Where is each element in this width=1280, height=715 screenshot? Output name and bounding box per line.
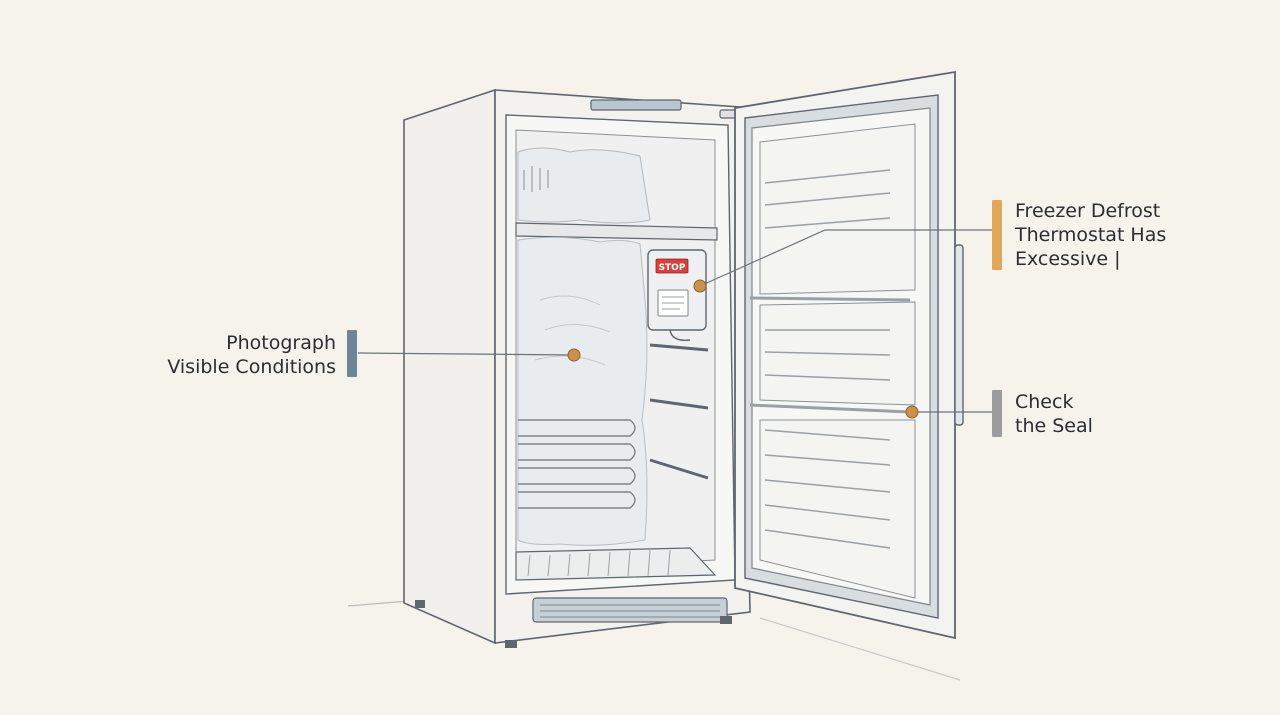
top-frost (517, 147, 651, 224)
leader-photograph (357, 352, 575, 356)
dot-seal (905, 405, 919, 419)
callout-thermostat-line-3: Excessive | (1015, 248, 1121, 270)
bar-thermostat (992, 200, 1002, 270)
door-shelf-lines (764, 169, 891, 549)
floor-line-2 (759, 617, 961, 681)
callout-thermostat-line-2: Thermostat Has (1015, 224, 1167, 246)
bottom-grille (515, 547, 717, 581)
callout-photograph: Photograph Visible Conditions (167, 331, 336, 379)
frost-buildup (517, 236, 648, 546)
kick-vent (532, 597, 728, 623)
door-handle (954, 244, 964, 426)
leader-thermostat (699, 229, 992, 287)
evaporator-coils (518, 419, 636, 509)
stop-badge (655, 258, 689, 274)
callout-seal-line-1: Check (1015, 391, 1074, 413)
callout-photograph-line-1: Photograph (226, 332, 336, 354)
callout-thermostat-line-1: Freezer Defrost (1015, 200, 1161, 222)
top-vent (590, 99, 682, 111)
rail-1 (649, 343, 709, 352)
callout-seal: Check the Seal (1015, 390, 1093, 438)
thermostat-wire (669, 329, 691, 341)
stop-badge-text: STOP (659, 263, 686, 273)
bar-photograph (347, 330, 357, 377)
bar-seal (992, 390, 1002, 437)
dot-photograph (567, 348, 581, 362)
top-shelf (515, 222, 718, 241)
rail-2 (649, 398, 709, 410)
callout-photograph-line-2: Visible Conditions (167, 356, 336, 378)
cabinet-side (403, 88, 496, 645)
dot-thermostat (693, 279, 707, 293)
door-divider (749, 296, 911, 302)
callout-thermostat: Freezer Defrost Thermostat Has Excessive… (1015, 199, 1166, 271)
callout-seal-line-2: the Seal (1015, 415, 1093, 437)
door-panel-top (759, 123, 916, 295)
rail-3 (649, 458, 709, 480)
door-divider-2 (749, 403, 911, 414)
